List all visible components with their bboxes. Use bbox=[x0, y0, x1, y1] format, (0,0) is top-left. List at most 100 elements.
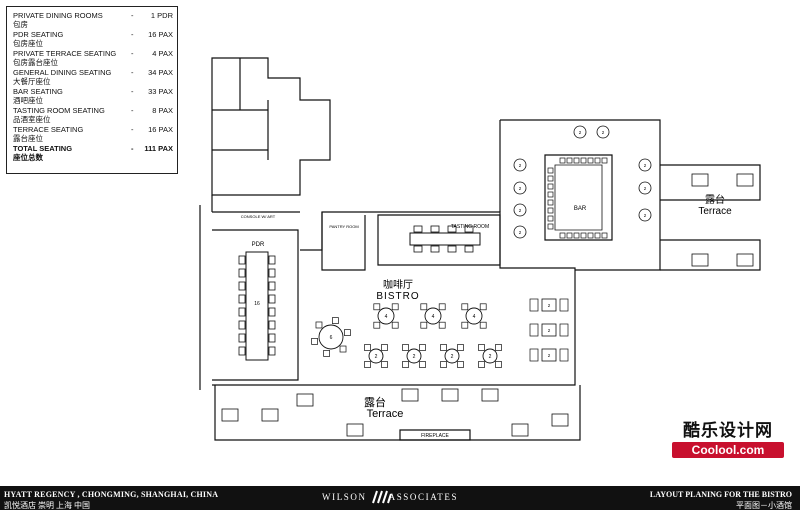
pdr-chair bbox=[268, 268, 276, 278]
booth-tables: 222 bbox=[529, 298, 569, 362]
table-seat-count: 2 bbox=[519, 163, 522, 168]
pdr-chair bbox=[238, 307, 246, 317]
chair bbox=[323, 350, 330, 357]
booth-seat bbox=[529, 323, 539, 337]
chair bbox=[332, 317, 339, 324]
terrace-table bbox=[551, 413, 569, 427]
bar-stool bbox=[587, 157, 594, 164]
bar-stool bbox=[547, 199, 554, 206]
legend-row-dash: - bbox=[131, 144, 134, 153]
terrace-lounge bbox=[691, 253, 709, 267]
tasting-chair bbox=[447, 245, 457, 253]
chair bbox=[315, 321, 323, 329]
booth-table bbox=[541, 348, 557, 362]
chair bbox=[364, 344, 371, 351]
tasting-chair bbox=[413, 225, 423, 233]
terrace-right-en-label: Terrace bbox=[698, 206, 732, 217]
drawing-title-cn: 平面图－小酒馆 bbox=[736, 501, 792, 510]
firm-name-left: WILSON bbox=[322, 492, 367, 502]
terrace-furniture bbox=[221, 173, 754, 437]
chair bbox=[420, 303, 428, 311]
round-table bbox=[482, 348, 498, 364]
legend-row-value: 34 PAX bbox=[148, 68, 173, 77]
legend-row-cn: 包房露台座位 bbox=[13, 58, 58, 67]
bar-table bbox=[573, 125, 587, 139]
legend-row-value: 33 PAX bbox=[148, 87, 173, 96]
table-seat-count: 2 bbox=[451, 354, 454, 360]
chair bbox=[364, 361, 371, 368]
round-table bbox=[406, 348, 422, 364]
legend-row-name: PRIVATE TERRACE SEATING bbox=[13, 49, 117, 58]
chair bbox=[420, 321, 428, 329]
pdr-chair bbox=[238, 333, 246, 343]
legend-row-dash: - bbox=[131, 49, 134, 58]
table-seat-count: 2 bbox=[548, 303, 551, 308]
chair bbox=[373, 321, 381, 329]
bar-table bbox=[513, 158, 527, 172]
legend-row-dash: - bbox=[131, 87, 134, 96]
round-table bbox=[424, 307, 442, 325]
tasting-chair bbox=[413, 245, 423, 253]
terrace-right-cn-label: 露台 bbox=[705, 193, 725, 206]
bar-stool bbox=[601, 232, 608, 239]
legend-row-value: 111 PAX bbox=[144, 144, 173, 153]
table-seat-count: 2 bbox=[413, 354, 416, 360]
pdr-chair bbox=[238, 281, 246, 291]
bar-stool bbox=[566, 232, 573, 239]
watermark: 酷乐设计网 Coolool.com bbox=[672, 416, 784, 458]
table-seat-count: 6 bbox=[330, 335, 333, 341]
chair bbox=[478, 361, 485, 368]
round-table bbox=[368, 348, 384, 364]
bar-table bbox=[513, 225, 527, 239]
table-seat-count: 2 bbox=[489, 354, 492, 360]
legend-row-dash: - bbox=[131, 30, 134, 39]
tasting-room-table bbox=[409, 232, 481, 246]
legend-row-value: 16 PAX bbox=[148, 125, 173, 134]
bar-stool bbox=[601, 157, 608, 164]
table-seat-count: 2 bbox=[644, 213, 647, 218]
legend-row-dash: - bbox=[131, 11, 134, 20]
legend-row-cn: 座位总数 bbox=[13, 153, 43, 162]
pdr-chairs bbox=[238, 255, 276, 356]
bar-stool bbox=[547, 207, 554, 214]
terrace-en-label: Terrace bbox=[367, 408, 404, 420]
table-seat-count: 2 bbox=[519, 208, 522, 213]
chair bbox=[440, 361, 447, 368]
pdr-chair bbox=[268, 346, 276, 356]
bar-table bbox=[513, 203, 527, 217]
project-name-en: HYATT REGENCY , CHONGMING, SHANGHAI, CHI… bbox=[4, 490, 219, 499]
terrace-table bbox=[441, 388, 459, 402]
drawing-title-en: LAYOUT PLANING FOR THE BISTRO bbox=[649, 490, 792, 499]
terrace-table bbox=[346, 423, 364, 437]
chair bbox=[381, 361, 388, 368]
table-seat-count: 2 bbox=[602, 130, 605, 135]
terrace-table bbox=[296, 393, 314, 407]
legend-row-cn: 大餐厅座位 bbox=[13, 77, 51, 86]
bar-stool bbox=[566, 157, 573, 164]
bar-stool bbox=[587, 232, 594, 239]
pdr-chair bbox=[238, 346, 246, 356]
terrace-table bbox=[481, 388, 499, 402]
pdr-chair bbox=[268, 294, 276, 304]
booth-seat bbox=[559, 298, 569, 312]
pdr-chair bbox=[238, 268, 246, 278]
legend-row-name: PRIVATE DINING ROOMS bbox=[13, 11, 103, 20]
legend-row-value: 16 PAX bbox=[148, 30, 173, 39]
chair bbox=[457, 361, 464, 368]
chair bbox=[495, 361, 502, 368]
legend-row-name: BAR SEATING bbox=[13, 87, 63, 96]
bar-stool bbox=[580, 232, 587, 239]
pdr-chair bbox=[268, 307, 276, 317]
legend-row-value: 8 PAX bbox=[152, 106, 173, 115]
booth-seat bbox=[559, 323, 569, 337]
bar-stool bbox=[547, 215, 554, 222]
legend-row-dash: - bbox=[131, 125, 134, 134]
bar-stool bbox=[580, 157, 587, 164]
table-seat-count: 4 bbox=[473, 314, 476, 320]
legend-row-cn: 酒吧座位 bbox=[13, 96, 43, 105]
bar-stool bbox=[573, 157, 580, 164]
bar-stool bbox=[559, 232, 566, 239]
booth-seat bbox=[559, 348, 569, 362]
bar-stool bbox=[573, 232, 580, 239]
